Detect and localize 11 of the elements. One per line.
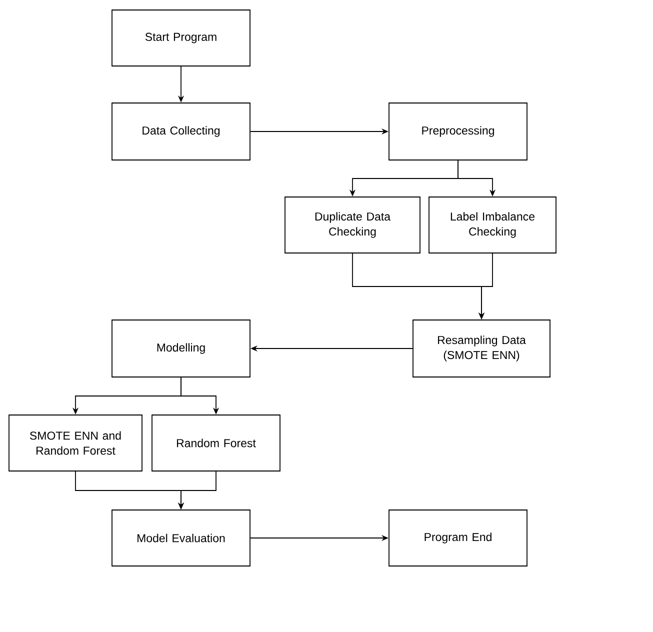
process-box: Model Evaluation <box>112 510 250 566</box>
process-box: Data Collecting <box>112 102 250 160</box>
process-box: Resampling Data (SMOTE ENN) <box>412 320 550 378</box>
process-box: Label Imbalance Checking <box>428 196 556 254</box>
process-box: Preprocessing <box>388 102 528 160</box>
process-box: Program End <box>388 510 528 566</box>
process-box: Start Program <box>112 10 250 66</box>
process-box: Modelling <box>112 320 250 378</box>
process-box: Duplicate Data Checking <box>284 196 420 254</box>
process-box: SMOTE ENN and Random Forest <box>8 414 142 472</box>
process-box: Random Forest <box>152 414 280 472</box>
